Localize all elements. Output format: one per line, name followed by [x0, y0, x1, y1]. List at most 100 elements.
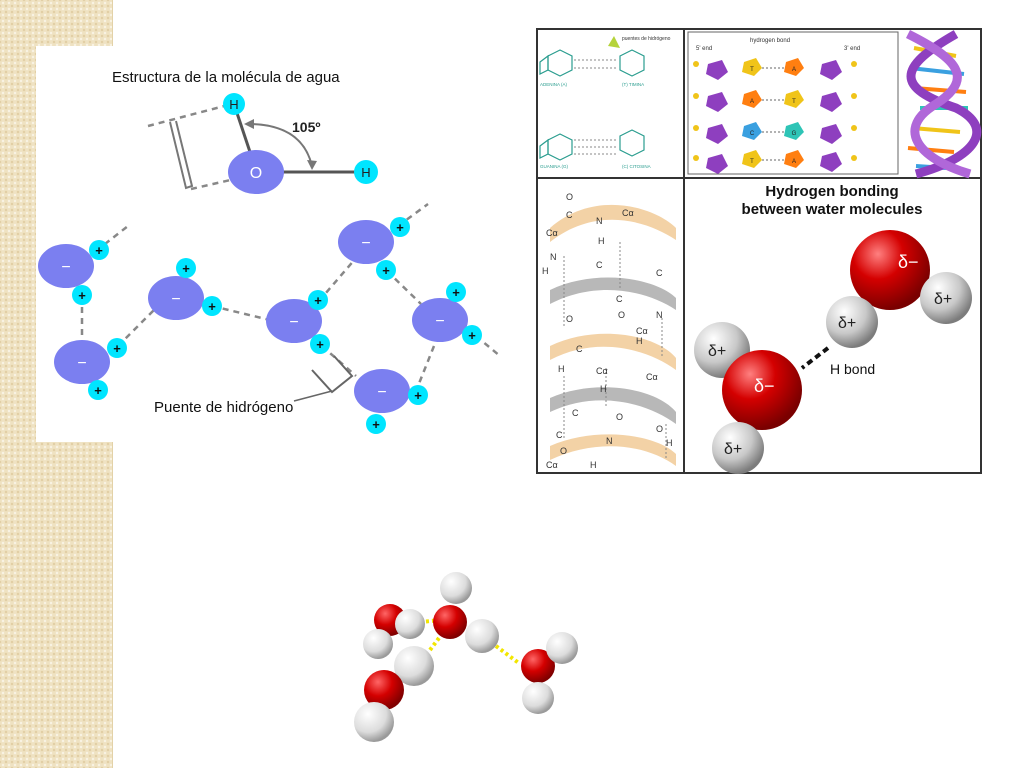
- atom-label: Cα: [596, 366, 608, 376]
- network-oxygen: [412, 298, 468, 342]
- network-hydrogen: [310, 334, 330, 354]
- atom-label: C: [556, 430, 563, 440]
- h-bond-line: [800, 346, 830, 370]
- arrow-marker: [608, 36, 620, 48]
- charge-label: −: [435, 313, 444, 330]
- network-oxygen: [354, 369, 410, 413]
- charge-label: +: [414, 388, 422, 403]
- hydrogen-ball: [363, 629, 393, 659]
- bracket-line: [169, 120, 194, 190]
- hydrogen-ball: [394, 646, 434, 686]
- double-helix: [900, 29, 982, 179]
- arrowhead: [244, 119, 254, 129]
- charge-label: +: [314, 293, 322, 308]
- angle-label: 105º: [292, 119, 320, 135]
- oxygen-atom: [228, 150, 284, 194]
- charge-label: δ+: [934, 291, 952, 308]
- atom-label: C: [576, 344, 583, 354]
- hydrogen-ball: [522, 682, 554, 714]
- hydrogen-bonding-diagram: Hydrogen bonding between water molecules…: [694, 183, 972, 474]
- network-oxygen: [266, 299, 322, 343]
- diagram-title: Estructura de la molécula de agua: [112, 69, 340, 86]
- bridge-pointer: [293, 390, 333, 402]
- atom-label: Cα: [546, 460, 558, 470]
- atom-label: H: [636, 336, 643, 346]
- atom-label: O: [618, 310, 625, 320]
- atom-label: H: [542, 266, 549, 276]
- dna-ladder: 5' end hydrogen bond 3' end: [693, 38, 860, 174]
- atom-label: O: [560, 446, 567, 456]
- charge-label: δ+: [708, 343, 726, 360]
- charge-label: +: [452, 285, 460, 300]
- bridge-label: Puente de hidrógeno: [154, 399, 293, 416]
- charge-label: −: [77, 355, 86, 372]
- water-structure-diagram: Estructura de la molécula de agua 105º H…: [38, 69, 501, 434]
- charge-label: −: [361, 235, 370, 252]
- charge-label: +: [468, 328, 476, 343]
- base-letter: T: [750, 67, 754, 73]
- atom-label: O: [566, 314, 573, 324]
- alpha-helix: O C N H Cα Cα N H C C C O Cα N O C H H C…: [542, 192, 676, 470]
- atom-label: H: [590, 460, 597, 470]
- charge-label: +: [372, 417, 380, 432]
- h-bond-dash: [147, 102, 233, 128]
- atom-label: H: [666, 438, 673, 448]
- hydrogen-sphere: [826, 296, 878, 348]
- base-label: (T) TIMINA: [622, 82, 644, 87]
- base-letter: A: [750, 99, 754, 105]
- charge-label: +: [396, 220, 404, 235]
- charge-label: +: [182, 261, 190, 276]
- atom-label: N: [606, 436, 613, 446]
- oxygen-sphere: [722, 350, 802, 430]
- water-molecule-network: − + + − + + − + + − + + − +: [38, 217, 482, 434]
- water-structure-panel: Estructura de la molécula de agua 105º H…: [36, 46, 501, 442]
- network-hydrogen: [408, 385, 428, 405]
- charge-label: δ−: [754, 376, 775, 396]
- composite-figure: puentes de hidrógeno ADENINA (A) (T) TIM…: [536, 28, 982, 474]
- puentes-label: puentes de hidrógeno: [622, 36, 671, 42]
- hydrogen-ball: [465, 619, 499, 653]
- atom-label: Cα: [622, 208, 634, 218]
- atom-label: C: [596, 260, 603, 270]
- charge-label: +: [94, 383, 102, 398]
- base-letter: A: [792, 159, 796, 165]
- bond-label: H bond: [830, 361, 875, 377]
- bonding-title-line2: between water molecules: [742, 201, 923, 218]
- oxygen-ball: [521, 649, 555, 683]
- charge-label: +: [316, 337, 324, 352]
- network-hydrogen: [366, 414, 386, 434]
- end-label: 5' end: [696, 46, 712, 52]
- base-pair-structures: puentes de hidrógeno ADENINA (A) (T) TIM…: [539, 36, 671, 169]
- network-hydrogen: [107, 338, 127, 358]
- atom-label: Cα: [646, 372, 658, 382]
- inner-border: [687, 31, 899, 175]
- charge-label: +: [208, 299, 216, 314]
- network-oxygen: [148, 276, 204, 320]
- oxygen-sphere: [850, 230, 930, 310]
- base-letter: T: [750, 159, 754, 165]
- charge-label: δ−: [898, 252, 919, 272]
- charge-label: +: [95, 243, 103, 258]
- atom-label: H: [598, 236, 605, 246]
- base-letter: T: [792, 99, 796, 105]
- charge-label: +: [113, 341, 121, 356]
- hydrogen-ball: [440, 572, 472, 604]
- bridge-bracket: [311, 355, 354, 394]
- charge-label: −: [61, 259, 70, 276]
- hydrogen-bond-label: hydrogen bond: [750, 38, 790, 44]
- hydrogen-atom: [354, 160, 378, 184]
- network-hydrogen: [462, 325, 482, 345]
- network-hydrogen: [446, 282, 466, 302]
- hydrogen-sphere: [712, 422, 764, 474]
- atom-label: N: [656, 310, 663, 320]
- network-hydrogen: [72, 285, 92, 305]
- charge-label: +: [382, 263, 390, 278]
- base-label: GUANINA (G): [540, 164, 569, 169]
- base-label: (C) CITOSINA: [622, 164, 651, 169]
- bonding-title-line1: Hydrogen bonding: [765, 183, 898, 200]
- atom-label: N: [596, 216, 603, 226]
- water-cluster-svg: [354, 572, 578, 742]
- network-hydrogen: [89, 240, 109, 260]
- oxygen-ball: [364, 670, 404, 710]
- atom-label: N: [550, 252, 557, 262]
